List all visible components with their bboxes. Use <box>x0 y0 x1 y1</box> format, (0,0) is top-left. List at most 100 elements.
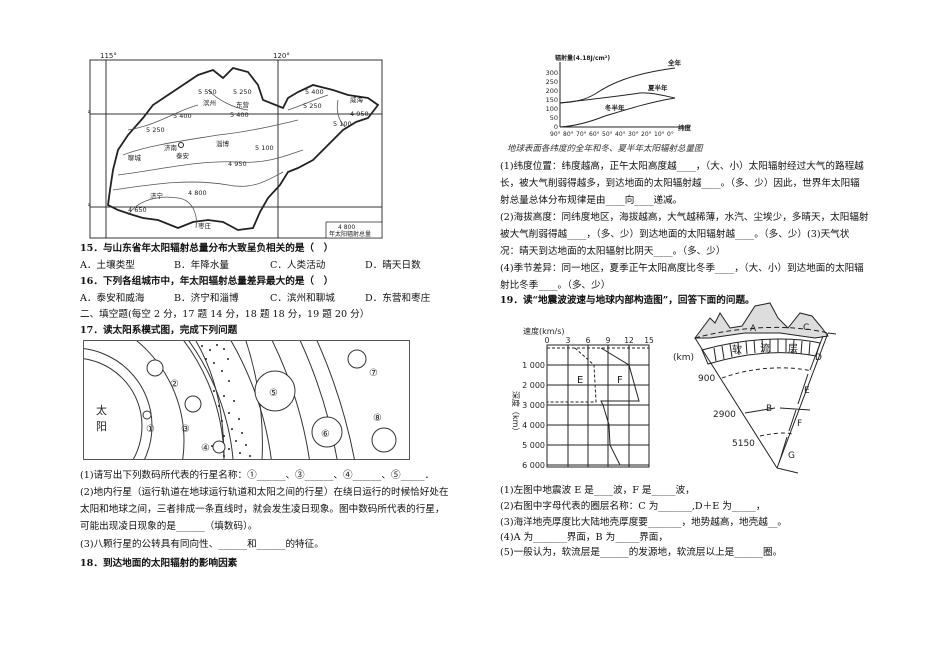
svg-text:4 000: 4 000 <box>522 421 545 430</box>
svg-text:9: 9 <box>606 336 611 345</box>
q18-sub4-line1: (4)季节差异：同一地区，夏季正午太阳高度比冬季____，（大、小）到达地面的太… <box>500 263 864 274</box>
q16-option-a[interactable]: A．泰安和威海 <box>80 293 145 304</box>
q17-sub1: (1)请写出下列数码所代表的行星名称：①______、③______、④____… <box>80 470 435 481</box>
svg-text:150: 150 <box>546 96 558 104</box>
q15-option-b[interactable]: B．年降水量 <box>174 260 230 271</box>
q17-sub2-line3: 可能出现凌日现象的是______（填数码）。 <box>80 521 258 532</box>
svg-text:0: 0 <box>554 123 558 131</box>
q15-option-a[interactable]: A．土壤类型 <box>80 260 135 271</box>
seismic-chart-svg: 速度(km/s) 0 3 6 9 12 15 E F <box>511 326 654 470</box>
q19-sub4: (4)A 为_______界面，B 为_____界面， <box>500 532 668 543</box>
q16-option-c[interactable]: C．滨州和聊城 <box>270 293 335 304</box>
svg-text:淄博: 淄博 <box>216 139 230 148</box>
earth-structure-svg: 软 流 层 (km) 900 2900 5150 A B C D E <box>673 302 837 474</box>
svg-text:60°: 60° <box>589 131 600 138</box>
q19-sub5: (5)一般认为，软流层是______的发源地，软流层以上是______圈。 <box>500 547 783 558</box>
svg-text:5 250: 5 250 <box>233 88 252 96</box>
svg-text:枣庄: 枣庄 <box>198 221 212 230</box>
svg-text:⑦: ⑦ <box>369 368 378 379</box>
svg-text:5 000: 5 000 <box>522 441 545 450</box>
solar-system-diagram: 太 阳 ① ② ③ ④ ⑤ ⑥ ⑦ ⑧ <box>83 340 410 460</box>
svg-text:C: C <box>803 323 809 333</box>
sun-label: 太 <box>96 404 107 417</box>
svg-text:3: 3 <box>566 336 571 345</box>
svg-text:速度(km/s): 速度(km/s) <box>523 326 565 336</box>
q16-option-d[interactable]: D．东营和枣庄 <box>365 293 431 304</box>
svg-text:④: ④ <box>201 443 210 454</box>
svg-text:①: ① <box>146 424 155 435</box>
svg-text:层: 层 <box>788 343 798 355</box>
q18-stem: 18．到达地面的太阳辐射的影响因素 <box>80 558 238 569</box>
svg-text:滨州: 滨州 <box>203 98 216 107</box>
svg-text:200: 200 <box>546 87 558 95</box>
svg-text:纬度: 纬度 <box>678 123 692 132</box>
svg-text:威海: 威海 <box>350 95 364 104</box>
svg-text:0°: 0° <box>667 131 674 138</box>
svg-text:4 650: 4 650 <box>128 206 147 214</box>
svg-text:50°: 50° <box>602 131 613 138</box>
svg-text:5 100: 5 100 <box>333 120 352 128</box>
svg-text:B: B <box>766 404 772 414</box>
svg-text:深度（km）: 深度（km） <box>511 391 521 435</box>
svg-text:⑧: ⑧ <box>373 413 382 424</box>
q17-sub2-line2: 太阳和地球之间，三者排成一条直线时，就会发生凌日现象。图中数码所代表的行星， <box>80 504 445 515</box>
svg-text:3 000: 3 000 <box>522 401 545 410</box>
svg-text:1 000: 1 000 <box>522 361 545 370</box>
svg-text:4 800: 4 800 <box>338 224 355 231</box>
solar-system-svg: 太 阳 ① ② ③ ④ ⑤ ⑥ ⑦ ⑧ <box>84 341 397 459</box>
svg-text:流: 流 <box>760 342 770 355</box>
svg-text:4 950: 4 950 <box>350 110 369 118</box>
svg-text:5 400: 5 400 <box>173 112 192 120</box>
svg-text:37°: 37° <box>88 110 90 118</box>
svg-text:济南: 济南 <box>164 143 178 152</box>
q16-stem: 16．下列各组城市中，年太阳辐射总量差异最大的是（ ） <box>80 276 334 287</box>
svg-text:年太阳辐射总量: 年太阳辐射总量 <box>329 230 371 238</box>
svg-text:50: 50 <box>550 114 558 122</box>
q18-sub1-line1: (1)纬度位置：纬度越高，正午太阳高度越____，（大、小）太阳辐射经过大气的路… <box>500 161 864 172</box>
q17-stem: 17．读太阳系模式图，完成下列问题 <box>80 325 238 336</box>
svg-text:5 550: 5 550 <box>198 88 217 96</box>
svg-text:80°: 80° <box>563 131 574 138</box>
svg-text:5150: 5150 <box>732 439 755 449</box>
svg-text:115°: 115° <box>100 52 117 60</box>
q18-sub2-line1: (2)海拔高度：同纬度地区，海拔越高，大气越稀薄，水汽、尘埃少，多晴天，太阳辐射 <box>500 212 869 223</box>
q15-option-d[interactable]: D．晴天日数 <box>365 260 421 271</box>
q16-option-b[interactable]: B．济宁和淄博 <box>174 293 239 304</box>
svg-text:E: E <box>804 386 810 396</box>
svg-text:夏半年: 夏半年 <box>648 83 668 92</box>
svg-text:E: E <box>577 375 583 386</box>
svg-text:6 000: 6 000 <box>522 461 545 470</box>
svg-text:15: 15 <box>644 336 654 345</box>
q19-sub1: (1)左图中地震波 E 是____波，F 是_____波， <box>500 485 695 496</box>
q15-stem: 15．与山东省年太阳辐射总量分布大致呈负相关的是（ ） <box>80 243 334 254</box>
svg-text:900: 900 <box>698 374 715 384</box>
svg-text:0: 0 <box>545 336 550 345</box>
svg-text:5 400: 5 400 <box>230 111 249 119</box>
svg-text:35°: 35° <box>88 203 90 211</box>
svg-text:冬半年: 冬半年 <box>605 103 625 112</box>
svg-text:4 950: 4 950 <box>228 160 247 168</box>
q15-option-c[interactable]: C．人类活动 <box>270 260 326 271</box>
svg-text:聊城: 聊城 <box>128 153 142 162</box>
svg-text:6: 6 <box>586 336 591 345</box>
svg-text:辐射量(4.18J/cm²): 辐射量(4.18J/cm²) <box>555 54 610 62</box>
svg-text:20°: 20° <box>641 131 652 138</box>
svg-text:D: D <box>815 353 822 363</box>
svg-text:5 250: 5 250 <box>303 102 322 110</box>
svg-text:②: ② <box>170 379 179 390</box>
q17-sub2-line1: (2)地内行星（运行轨道在地球运行轨道和太阳之间的行星）在绕日运行的时候恰好处在 <box>80 487 449 498</box>
q18-sub4-line2: 射比冬季____。（多、少） <box>500 280 611 291</box>
svg-text:5 400: 5 400 <box>305 88 324 96</box>
radiation-chart-caption: 地球表面各纬度的全年和冬、夏半年太阳辐射总量图 <box>507 144 703 154</box>
svg-text:⑥: ⑥ <box>321 429 330 440</box>
svg-text:300: 300 <box>546 69 558 77</box>
svg-text:70°: 70° <box>576 131 587 138</box>
svg-text:⑤: ⑤ <box>269 388 278 399</box>
svg-text:F: F <box>797 419 802 429</box>
svg-text:阳: 阳 <box>96 420 107 433</box>
svg-text:10°: 10° <box>654 131 665 138</box>
svg-text:东营: 东营 <box>236 100 250 109</box>
svg-text:120°: 120° <box>273 52 290 60</box>
shandong-radiation-map: 115° 120° 37° 35° 5 550 5 250 5 400 5 40… <box>78 50 388 240</box>
q17-sub3: (3)八颗行星的公转具有同向性、______和______的特征。 <box>80 539 324 550</box>
